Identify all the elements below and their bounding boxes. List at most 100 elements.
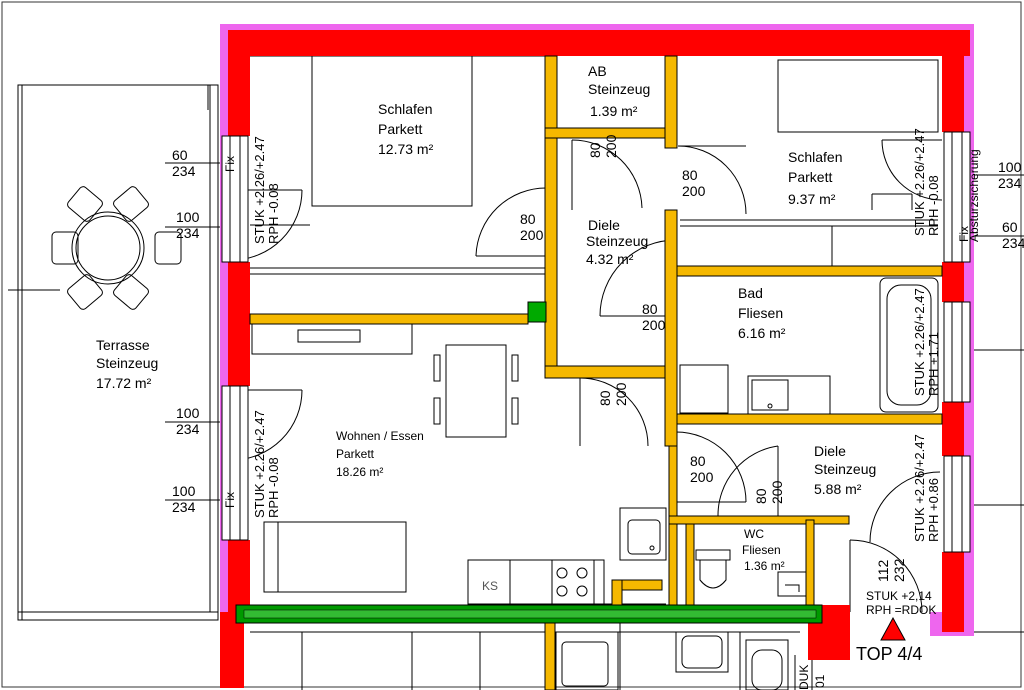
svg-text:112: 112 (875, 559, 891, 582)
svg-text:234: 234 (172, 163, 196, 179)
door-swing-ab (571, 139, 643, 210)
door-swing-entry (849, 471, 941, 613)
svg-text:80: 80 (690, 453, 706, 469)
svg-text:200: 200 (682, 183, 706, 199)
svg-text:Wohnen / Essen: Wohnen / Essen (336, 429, 424, 443)
exterior-walls (220, 24, 974, 688)
svg-text:Parkett: Parkett (336, 447, 375, 461)
svg-text:100: 100 (998, 159, 1022, 175)
kitchen-counter (467, 507, 667, 605)
svg-text:234: 234 (176, 421, 200, 437)
svg-text:80: 80 (587, 142, 603, 158)
svg-text:AB: AB (588, 63, 607, 79)
door-dim-entry: 112 232 (875, 558, 907, 582)
svg-text:80: 80 (597, 390, 613, 406)
fridge-label: KS (482, 579, 498, 593)
svg-text:80: 80 (682, 167, 698, 183)
window-dim-1: 60 234 (172, 147, 196, 179)
stuk-label-b: STUK +2.26/+2.47 RPH -0.08 (252, 410, 281, 518)
room-ab: AB Steinzeug 1.39 m² (588, 63, 650, 119)
entry-marker-icon (880, 616, 906, 641)
window-dim-right-2: 60 234 (1002, 219, 1024, 251)
unit-label: TOP 4/4 (856, 644, 922, 664)
svg-text:200: 200 (769, 480, 785, 504)
svg-text:Bad: Bad (738, 285, 763, 301)
svg-text:100: 100 (176, 209, 200, 225)
svg-text:80: 80 (520, 211, 536, 227)
svg-text:234: 234 (998, 175, 1022, 191)
svg-text:Steinzeug: Steinzeug (814, 461, 876, 477)
svg-text:80: 80 (642, 301, 658, 317)
door-dim-3: 80 200 (682, 167, 706, 199)
svg-text:STUK +2.26/+2.47: STUK +2.26/+2.47 (252, 410, 267, 518)
window-dim-3: 100 234 (176, 405, 200, 437)
door-dim-5: 80 200 (597, 382, 629, 406)
svg-text:100: 100 (172, 483, 196, 499)
svg-text:18.26 m²: 18.26 m² (336, 465, 383, 479)
room-diele1: Diele Steinzeug 4.32 m² (586, 217, 648, 267)
dining-table (433, 344, 519, 438)
svg-text:Steinzeug: Steinzeug (96, 355, 158, 371)
svg-text:1.39 m²: 1.39 m² (590, 103, 638, 119)
door-dim-7: 80 200 (753, 480, 785, 504)
fix-label-2: Fix (223, 492, 237, 508)
stuk-label-d: STUK +2.26/+2.47 RPH +1.71 (912, 288, 941, 396)
svg-text:60: 60 (172, 147, 188, 163)
svg-text:200: 200 (613, 382, 629, 406)
svg-text:4.32 m²: 4.32 m² (586, 251, 634, 267)
svg-text:234: 234 (172, 499, 196, 515)
garden-table (51, 186, 182, 310)
svg-text:200: 200 (642, 317, 666, 333)
svg-text:Diele: Diele (588, 217, 620, 233)
svg-text:Parkett: Parkett (378, 121, 422, 137)
svg-text:234: 234 (176, 225, 200, 241)
svg-text:100: 100 (176, 405, 200, 421)
stuk-label-e: STUK +2.26/+2.47 RPH +0.86 (912, 434, 941, 542)
door-dim-2: 80 200 (587, 134, 619, 158)
room-bad: Bad Fliesen 6.16 m² (738, 285, 786, 341)
svg-text:5.88 m²: 5.88 m² (814, 481, 862, 497)
room-terrasse: Terrasse Steinzeug 17.72 m² (96, 337, 158, 391)
svg-text:RPH +1.71: RPH +1.71 (926, 332, 941, 396)
toilet (695, 549, 731, 589)
svg-text:Terrasse: Terrasse (96, 337, 150, 353)
svg-text:Fliesen: Fliesen (738, 305, 783, 321)
door-swing-bad (599, 239, 677, 317)
svg-text:Steinzeug: Steinzeug (588, 81, 650, 97)
window-dim-4: 100 234 (172, 483, 196, 515)
svg-text:12.73 m²: 12.73 m² (378, 141, 434, 157)
window-dim-right-1: 100 234 (998, 159, 1022, 191)
svg-text:9.37 m²: 9.37 m² (788, 191, 836, 207)
svg-text:200: 200 (690, 469, 714, 485)
svg-text:RPH -0.08: RPH -0.08 (266, 183, 281, 244)
svg-text:Diele: Diele (814, 443, 846, 459)
door-swing-wc (717, 445, 779, 517)
svg-text:200: 200 (603, 134, 619, 158)
svg-text:234: 234 (1002, 235, 1024, 251)
svg-text:Parkett: Parkett (788, 169, 832, 185)
bathtub (879, 277, 939, 413)
door-swing-diele2 (675, 431, 747, 503)
window-dim-2: 100 234 (176, 209, 200, 241)
svg-text:WC: WC (744, 527, 764, 541)
svg-text:Steinzeug: Steinzeug (586, 233, 648, 249)
svg-text:6.16 m²: 6.16 m² (738, 325, 786, 341)
svg-text:RPH =RDOK: RPH =RDOK (866, 603, 936, 617)
room-wc: WC Fliesen 1.36 m² (742, 527, 785, 573)
svg-text:STUK +2.26/+2.47: STUK +2.26/+2.47 (912, 128, 927, 236)
room-diele2: Diele Steinzeug 5.88 m² (814, 443, 876, 497)
shaft-column (527, 301, 547, 323)
stuk-label-c: STUK +2.26/+2.47 RPH -0.08 (912, 128, 941, 236)
interior-walls (249, 55, 943, 690)
door-dim-1: 80 200 (520, 211, 544, 243)
fix-label-1: Fix (223, 156, 237, 172)
sofa (263, 521, 407, 593)
svg-text:STUK +2,14: STUK +2,14 (866, 589, 932, 603)
svg-text:Schlafen: Schlafen (378, 101, 432, 117)
room-schlafen2: Schlafen Parkett 9.37 m² (788, 149, 842, 207)
fix-label-3: Fix (957, 226, 971, 242)
svg-text:1.36 m²: 1.36 m² (744, 559, 785, 573)
svg-text:Fliesen: Fliesen (742, 543, 781, 557)
svg-text:RPH -0.08: RPH -0.08 (266, 457, 281, 518)
